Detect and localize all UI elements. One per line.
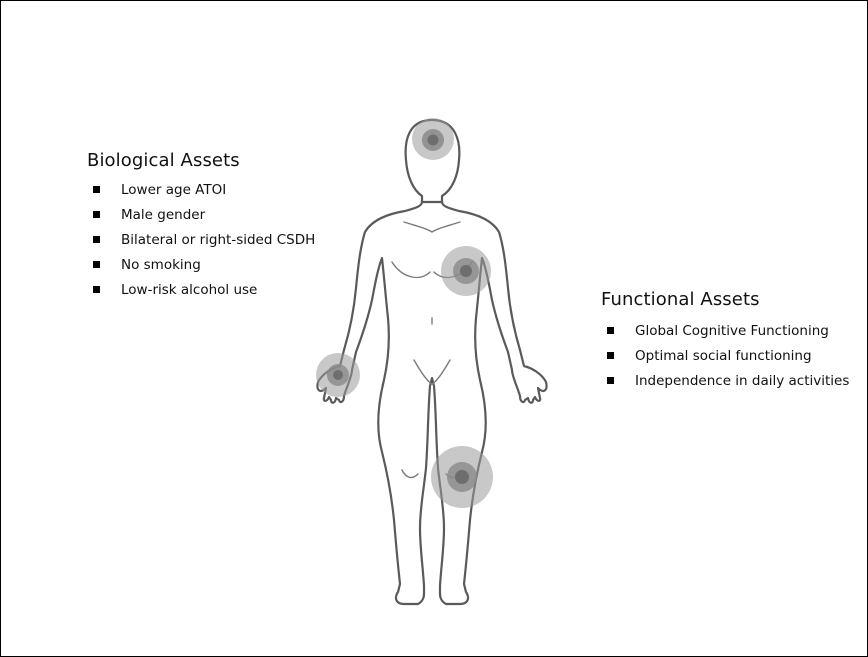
head-marker xyxy=(412,118,454,160)
left-knee-marker xyxy=(431,446,493,508)
chest-marker xyxy=(441,246,491,296)
body-outline xyxy=(317,202,546,604)
right-hand-marker xyxy=(316,353,360,397)
